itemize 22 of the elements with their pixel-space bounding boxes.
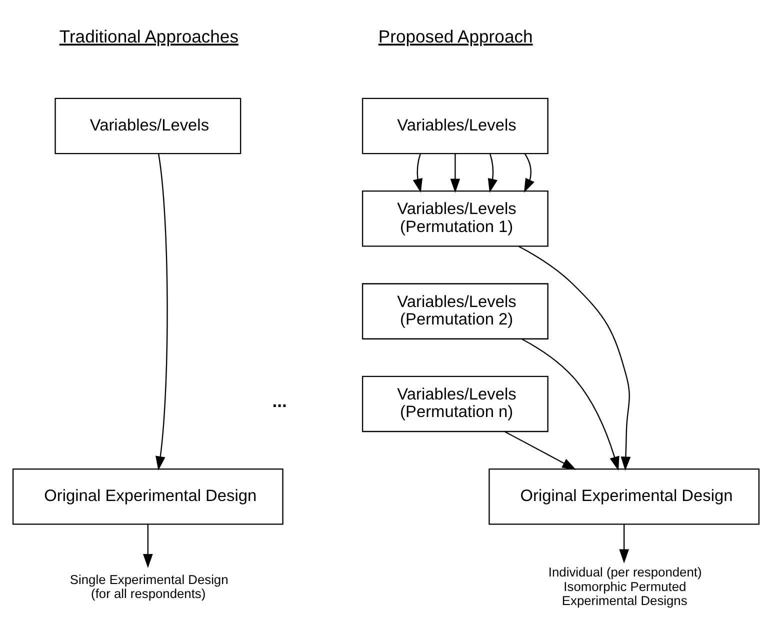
arrow xyxy=(518,245,631,470)
node-text: Single Experimental Design (for all respondents) xyxy=(70,571,228,600)
arrow xyxy=(524,152,534,192)
label: Traditional Approaches xyxy=(59,26,239,46)
arrow xyxy=(619,524,630,563)
node-box: Variables/Levels xyxy=(54,97,242,154)
arrow xyxy=(142,524,153,568)
label: Proposed Approach xyxy=(378,26,533,46)
node-box: Variables/Levels (Permutation 1) xyxy=(362,190,548,246)
node-box: Original Experimental Design xyxy=(12,468,284,524)
node-box: Original Experimental Design xyxy=(488,468,760,524)
arrow xyxy=(521,338,620,470)
arrow xyxy=(156,153,168,470)
node-box: Variables/Levels (Permutation 2) xyxy=(362,282,548,339)
arrow xyxy=(488,153,498,192)
node-text: Individual (per respondent) Isomorphic Permuted Experimental Designs xyxy=(548,564,702,608)
label: ... xyxy=(272,390,287,410)
arrow xyxy=(412,153,422,192)
arrow xyxy=(504,430,576,470)
node-box: Variables/Levels xyxy=(362,97,548,154)
node-box: Variables/Levels (Permutation n) xyxy=(362,375,548,432)
arrow xyxy=(450,153,460,192)
